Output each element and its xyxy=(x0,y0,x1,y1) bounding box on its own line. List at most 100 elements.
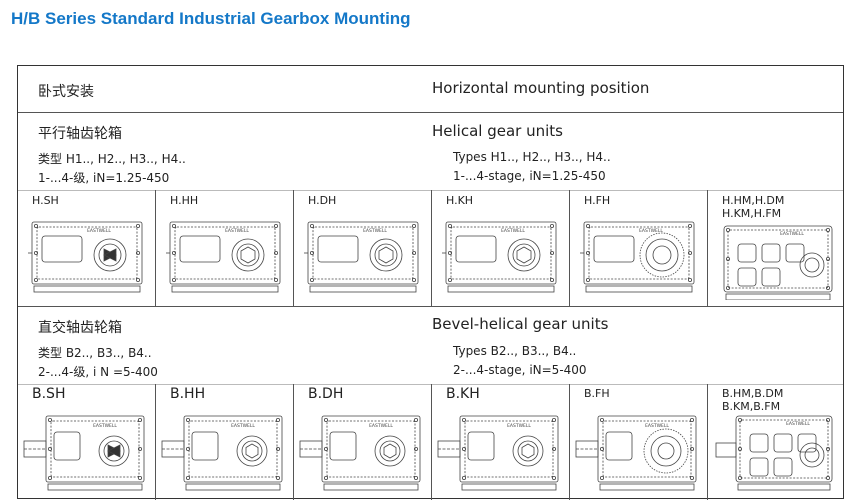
bolt-hole xyxy=(412,278,417,283)
helical-cn-types: 类型 H1.., H2.., H3.., H4.. xyxy=(38,152,186,166)
variant-label: H.KM,H.FM xyxy=(722,207,782,220)
output-bore xyxy=(98,243,122,267)
output-circle xyxy=(512,435,544,467)
bolt-hole xyxy=(599,417,604,422)
row-divider xyxy=(18,112,843,113)
output-circle xyxy=(507,238,541,272)
hollow-shaft xyxy=(378,246,394,264)
output-bore xyxy=(652,245,672,265)
bolt-hole xyxy=(274,278,279,283)
housing-inner xyxy=(188,420,278,478)
shaft-key xyxy=(107,444,121,458)
output-circle xyxy=(98,435,130,467)
output-bore xyxy=(512,243,536,267)
housing-inner xyxy=(312,226,414,280)
housing-inner xyxy=(602,420,692,478)
base-foot xyxy=(323,483,419,491)
bolt-hole xyxy=(47,417,52,422)
bolt-hole xyxy=(599,476,604,481)
variant-label: H.HH xyxy=(170,194,199,207)
gearbox-drawing-h-fh: EASTWELL xyxy=(580,221,695,293)
gear-cover xyxy=(749,457,769,477)
col-divider xyxy=(431,190,432,306)
bolt-hole xyxy=(550,251,555,256)
bolt-hole xyxy=(826,257,831,262)
brand-mark: EASTWELL xyxy=(786,421,810,427)
cell-divider xyxy=(18,190,843,191)
bolt-hole xyxy=(726,228,731,233)
cell-divider xyxy=(18,384,843,385)
bolt-hole xyxy=(309,278,314,283)
output-bore xyxy=(379,440,401,462)
bolt-hole xyxy=(33,223,38,228)
mounting-table: 卧式安装 Horizontal mounting position 平行轴齿轮箱… xyxy=(17,65,844,500)
col-divider xyxy=(155,190,156,306)
bolt-hole xyxy=(688,223,693,228)
col-divider xyxy=(707,384,708,500)
output-circle xyxy=(799,252,825,278)
variant-label: H.KH xyxy=(446,194,474,207)
brand-mark: EASTWELL xyxy=(369,423,393,429)
bolt-hole xyxy=(585,223,590,228)
bolt-hole xyxy=(136,223,141,228)
gear-cover xyxy=(317,235,359,263)
helical-cn-stage: 1-...4-级, iN=1.25-450 xyxy=(38,171,170,185)
gearbox-drawing-h-kh: EASTWELL xyxy=(442,221,557,293)
housing-inner xyxy=(450,226,552,280)
gearbox-drawing-b-dh: EASTWELL xyxy=(299,415,421,491)
bolt-hole xyxy=(185,447,190,452)
bolt-hole xyxy=(276,447,281,452)
shaft-key xyxy=(103,248,117,262)
col-divider xyxy=(569,190,570,306)
helical-cn-title: 平行轴齿轮箱 xyxy=(38,126,122,142)
base-foot xyxy=(461,483,557,491)
variant-label: B.DH xyxy=(308,386,344,402)
gear-cover xyxy=(749,433,769,453)
variant-label: B.KH xyxy=(446,386,480,402)
base-foot xyxy=(737,483,831,491)
housing-inner xyxy=(727,229,829,289)
header-en: Horizontal mounting position xyxy=(432,79,650,97)
bolt-hole xyxy=(323,447,328,452)
bevel-cn-types: 类型 B2.., B3.., B4.. xyxy=(38,346,152,360)
gear-cover xyxy=(467,431,495,461)
col-divider xyxy=(155,384,156,500)
output-bore xyxy=(804,447,820,463)
bolt-hole xyxy=(276,476,281,481)
gear-cover xyxy=(773,433,793,453)
brand-mark: EASTWELL xyxy=(87,228,111,234)
gear-cover xyxy=(785,243,805,263)
bolt-hole xyxy=(552,417,557,422)
gear-cover xyxy=(737,243,757,263)
gear-cover xyxy=(191,431,219,461)
bolt-hole xyxy=(447,251,452,256)
bevel-en-types: Types B2.., B3.., B4.. xyxy=(453,344,577,358)
output-bore xyxy=(103,440,125,462)
variant-label: B.SH xyxy=(32,386,66,402)
bolt-hole xyxy=(550,223,555,228)
output-bore xyxy=(236,243,260,267)
variant-label: B.KM,B.FM xyxy=(722,400,781,413)
gearbox-drawing-b-sh: EASTWELL xyxy=(23,415,145,491)
col-divider xyxy=(293,190,294,306)
bolt-hole xyxy=(136,278,141,283)
bolt-hole xyxy=(136,251,141,256)
bolt-hole xyxy=(138,417,143,422)
helical-en-title: Helical gear units xyxy=(432,122,563,140)
bolt-hole xyxy=(47,447,52,452)
bolt-hole xyxy=(33,251,38,256)
bolt-hole xyxy=(447,223,452,228)
col-divider xyxy=(431,384,432,500)
bolt-hole xyxy=(826,476,831,481)
gear-cover xyxy=(41,235,83,263)
bolt-hole xyxy=(550,278,555,283)
bolt-hole xyxy=(33,278,38,283)
bolt-hole xyxy=(552,447,557,452)
output-circle xyxy=(374,435,406,467)
bolt-hole xyxy=(412,251,417,256)
bolt-hole xyxy=(309,251,314,256)
bolt-hole xyxy=(585,251,590,256)
hollow-shaft xyxy=(245,443,259,459)
brand-mark: EASTWELL xyxy=(231,423,255,429)
bolt-hole xyxy=(461,417,466,422)
